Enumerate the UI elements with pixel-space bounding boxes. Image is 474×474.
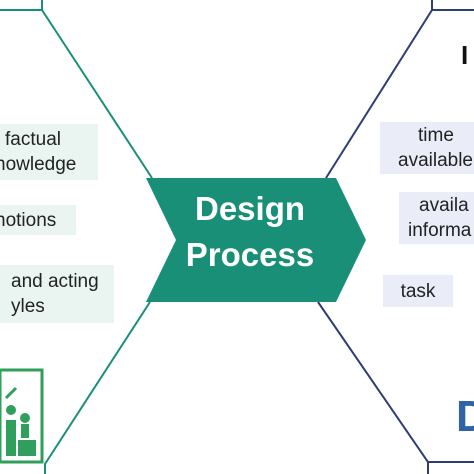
right-item-line: task [400, 280, 436, 302]
right-item-line: available [398, 150, 473, 171]
center-label-line1: Design [194, 190, 306, 227]
right-chevron-lower-outline [317, 301, 429, 474]
center-label-line2: Process [185, 236, 315, 273]
left-item-line: nowledge [0, 154, 77, 175]
left-chevron-outline [0, 0, 43, 11]
left-item-emotions: notions [0, 205, 76, 235]
right-item-available-information: availa informa [399, 192, 474, 244]
design-process-arrow [146, 178, 366, 302]
right-item-task: task [383, 275, 453, 307]
right-item-time-available: time available [380, 122, 474, 174]
right-item-line: availa [419, 195, 469, 216]
design-process-label: Design Process [150, 186, 350, 278]
right-item-line: informa [408, 220, 472, 241]
left-item-line: yles [11, 296, 45, 317]
left-item-line: and acting [11, 271, 99, 292]
people-podium-icon [0, 368, 44, 464]
left-chevron-arrow-outline [41, 9, 153, 179]
right-logo-icon: D [456, 392, 474, 441]
left-item-line: factual [5, 129, 61, 150]
left-item-factual-knowledge: factual nowledge [0, 124, 98, 180]
left-item-acting-styles: and acting yles [0, 265, 114, 323]
left-chevron-lower-outline [44, 301, 151, 474]
left-item-line: notions [0, 209, 57, 231]
right-section-title: I [461, 40, 469, 70]
right-item-line: time [418, 125, 454, 146]
